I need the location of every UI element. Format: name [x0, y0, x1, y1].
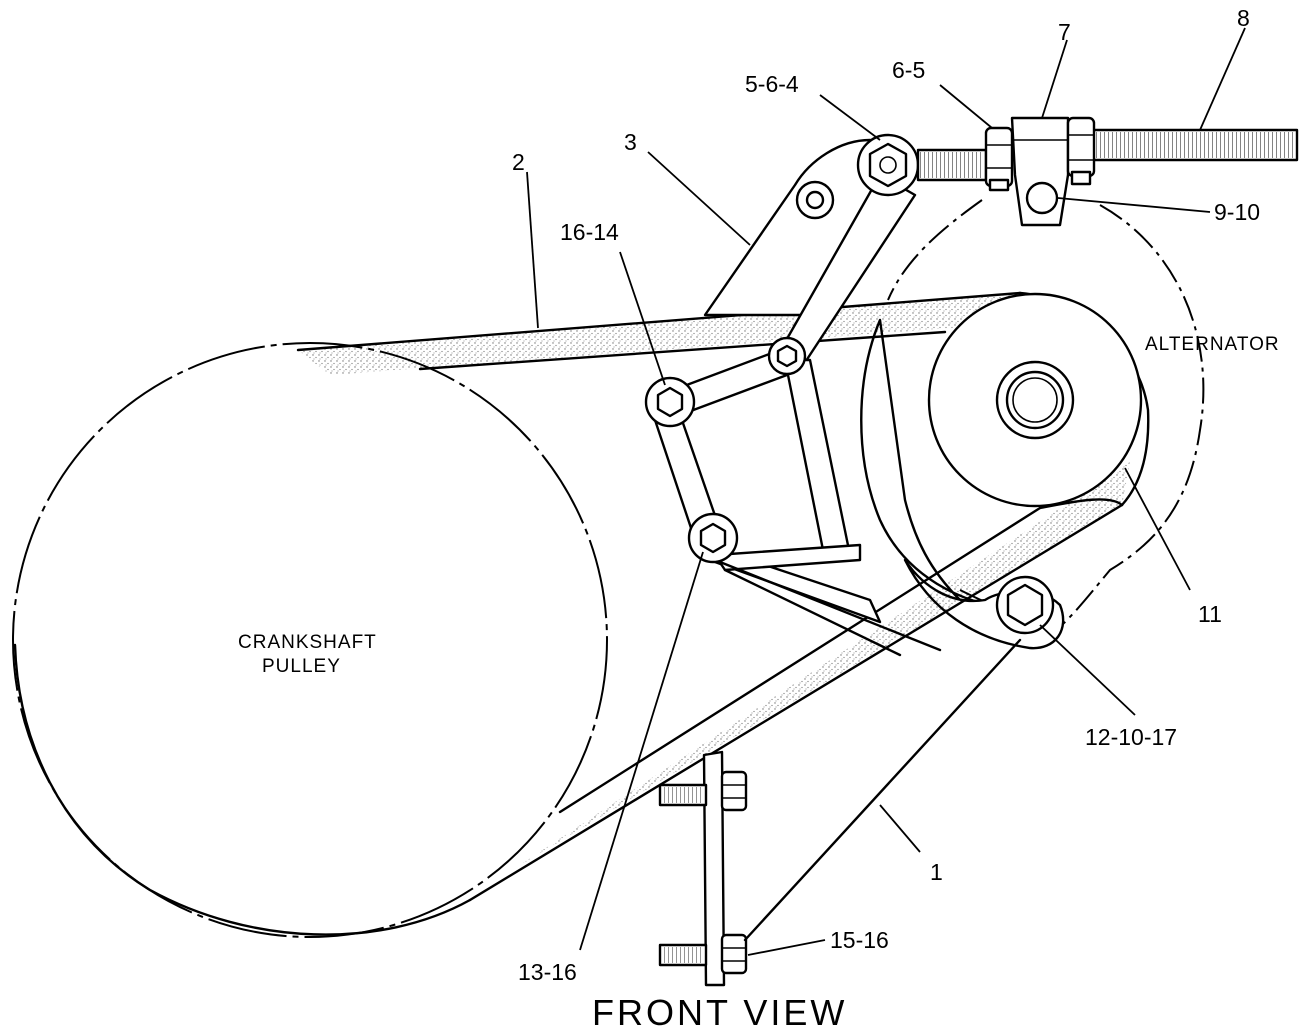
- alternator-pulley: [927, 292, 1143, 508]
- crankshaft-label-line2: PULLEY: [262, 656, 341, 677]
- callout-16-14: 16-14: [560, 219, 619, 245]
- callout-7: 7: [1058, 19, 1071, 45]
- lower-brace: [743, 638, 1022, 942]
- alternator-label: ALTERNATOR: [1145, 334, 1280, 355]
- leader-lines: [526, 27, 1246, 956]
- view-title: FRONT VIEW: [592, 992, 847, 1033]
- callout-15-16: 15-16: [830, 927, 889, 953]
- bolt-bracket-upper: [767, 336, 807, 376]
- bolt-13-16: [687, 512, 739, 564]
- bolt-16-14: [644, 376, 696, 428]
- nut-6-5: [984, 126, 1014, 192]
- pivot-bolt-5-6-4: [856, 133, 920, 197]
- nut-8-side: [1066, 116, 1096, 186]
- lower-support-strap: [658, 750, 748, 987]
- callout-6-5: 6-5: [892, 57, 925, 83]
- callout-3: 3: [624, 129, 637, 155]
- callout-12-10-17: 12-10-17: [1085, 724, 1177, 750]
- trunnion-block-7: [1010, 116, 1070, 227]
- callout-11: 11: [1198, 601, 1222, 627]
- drive-belt: [296, 291, 1150, 902]
- crankshaft-label-line1: CRANKSHAFT: [238, 632, 377, 653]
- adjusting-rod: [916, 128, 1299, 182]
- alternator-housing: [860, 318, 1022, 612]
- callout-2: 2: [512, 149, 525, 175]
- crankshaft-pulley: [12, 342, 608, 938]
- callout-8: 8: [1237, 5, 1250, 31]
- bolt-12-10-17: [995, 575, 1055, 635]
- callout-9-10: 9-10: [1214, 199, 1260, 225]
- callout-13-16: 13-16: [518, 959, 577, 985]
- callout-1: 1: [930, 859, 943, 885]
- callout-5-6-4: 5-6-4: [745, 71, 799, 97]
- crankshaft-pulley-rim: [13, 643, 472, 936]
